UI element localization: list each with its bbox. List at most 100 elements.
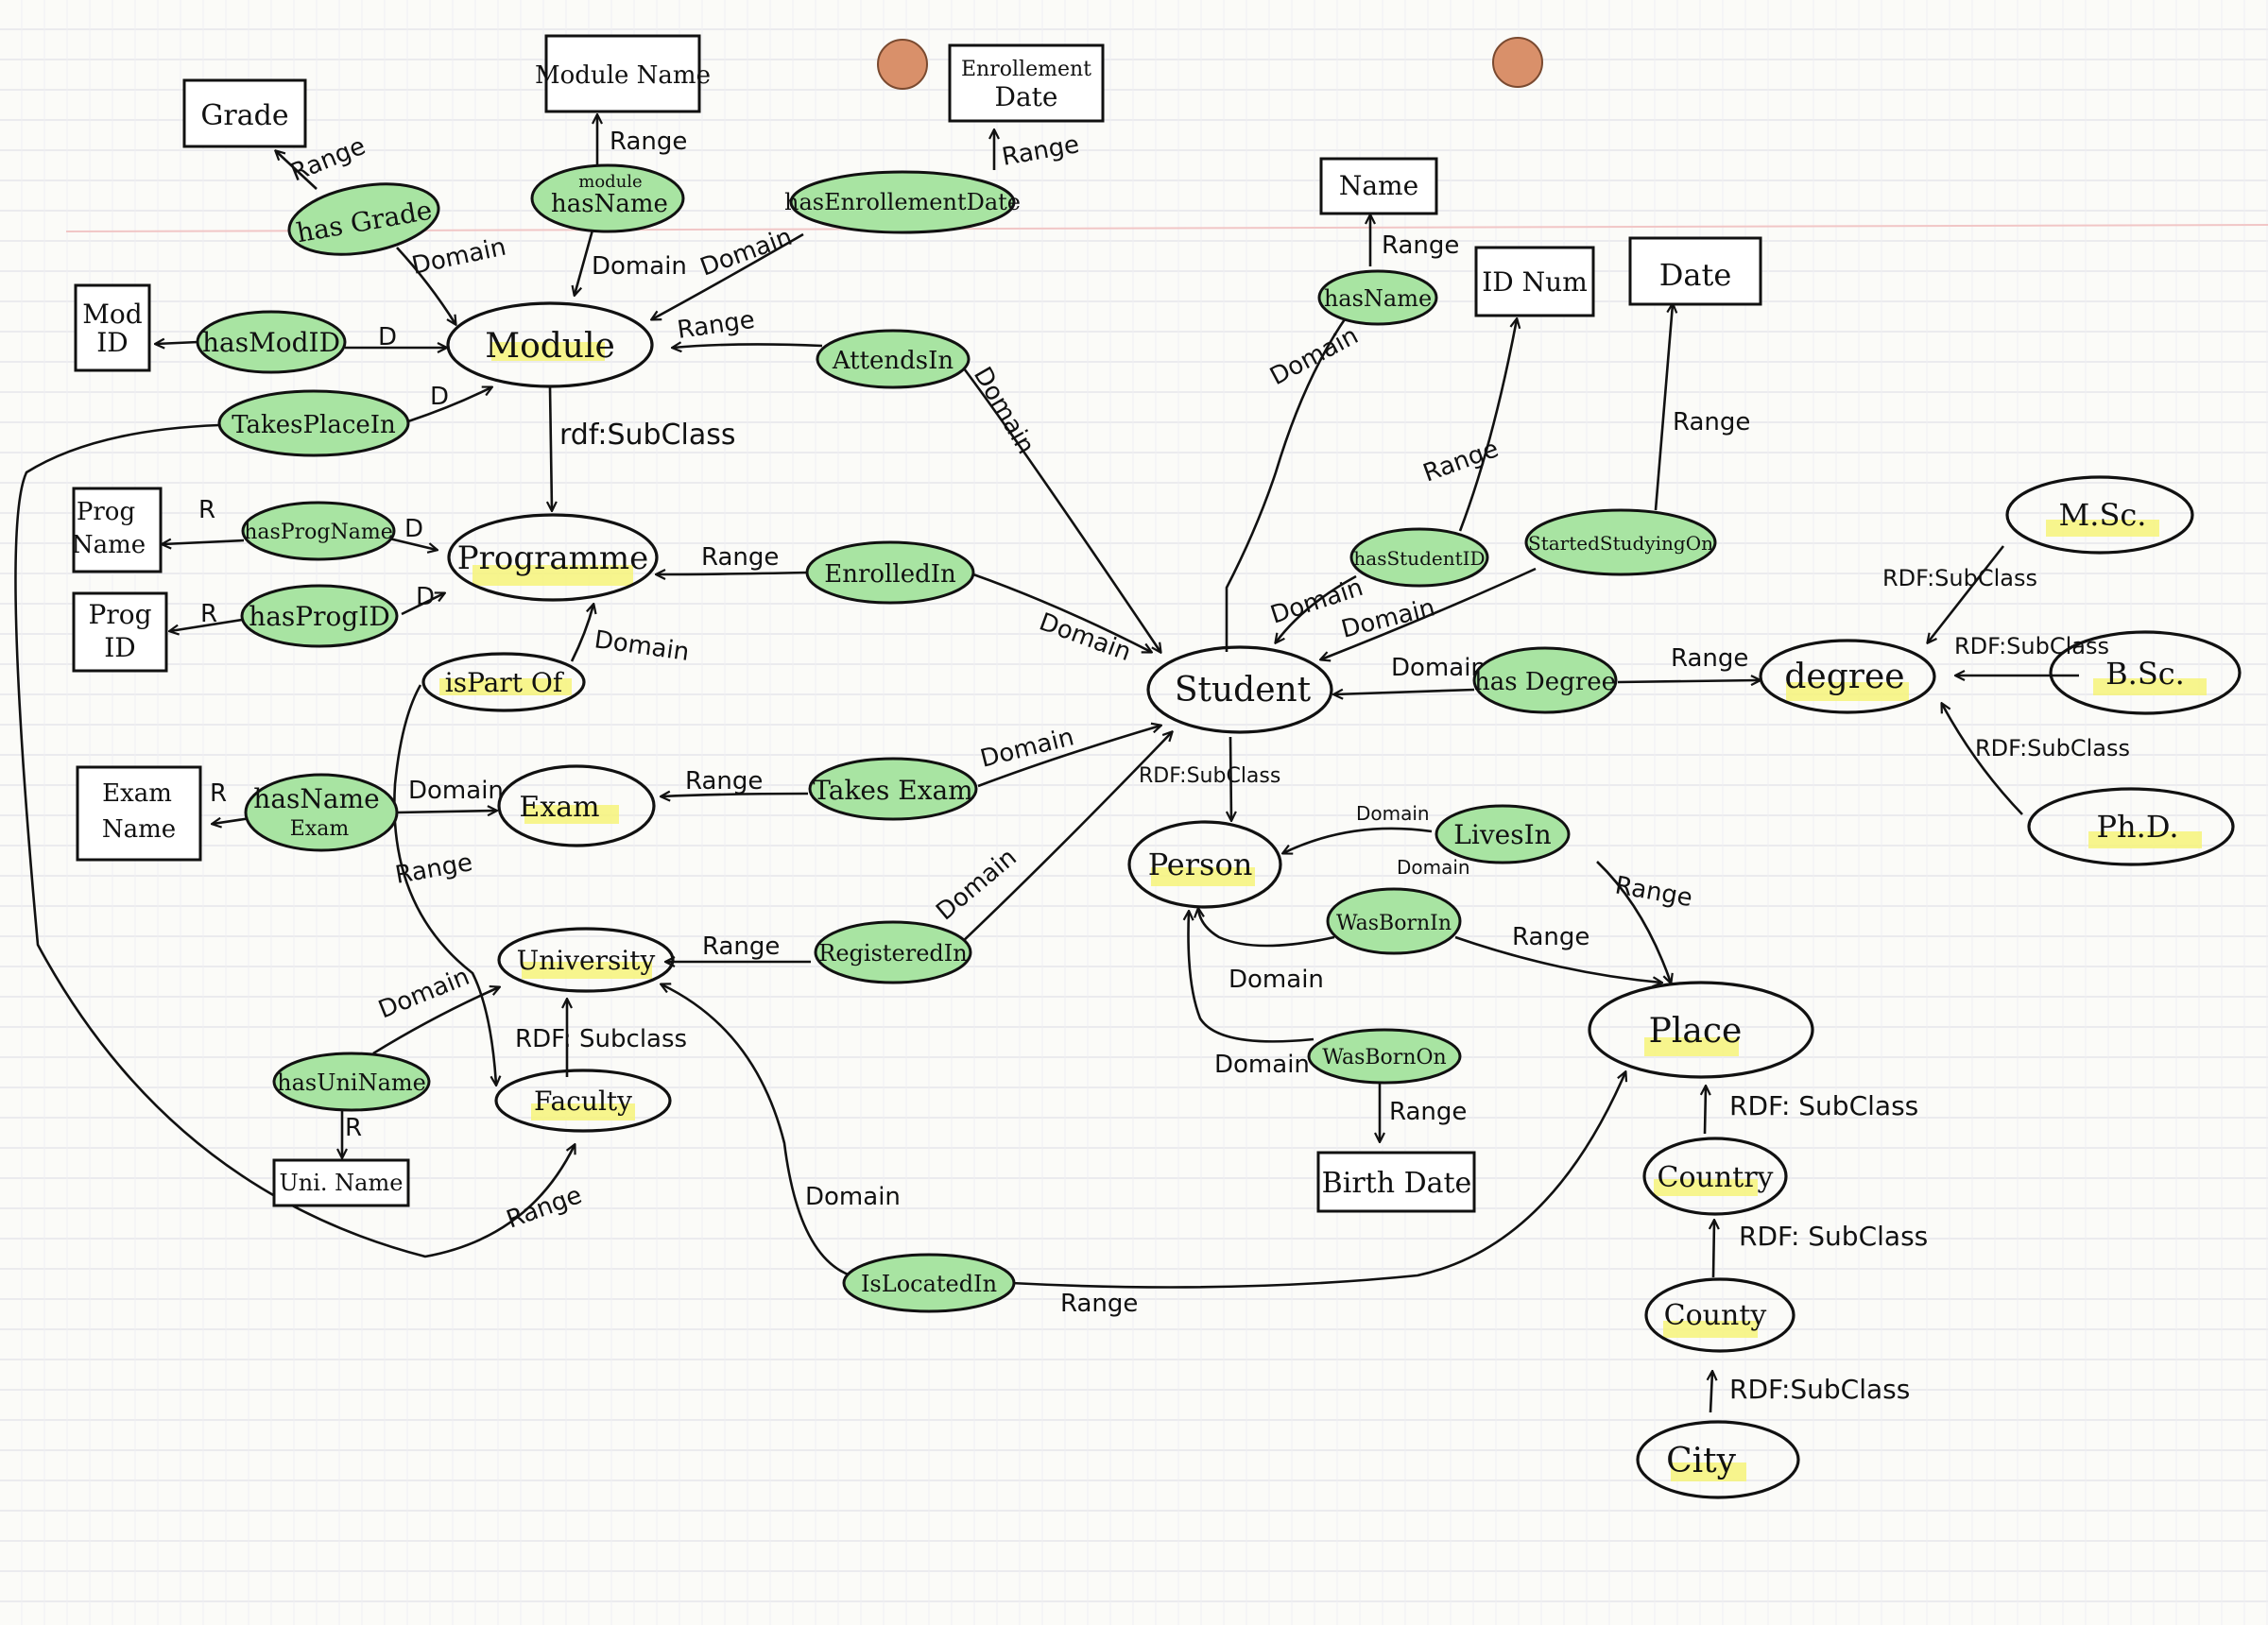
class-university-shape (497, 927, 675, 993)
class-ispartof-shape (421, 652, 586, 712)
property-has-enrollment-date: hasEnrollementDate (784, 189, 1021, 215)
property-has-name-exam-shape (244, 773, 399, 852)
class-faculty-shape (494, 1069, 672, 1133)
punch-hole-right (1492, 37, 1543, 88)
label-domain: Domain (805, 1183, 901, 1211)
property-has-name-module-sup: module (578, 172, 642, 192)
property-has-name-exam: hasName (253, 783, 379, 814)
label-rdf-subclass: RDF:SubClass (1139, 764, 1280, 788)
class-faculty: Faculty (534, 1086, 632, 1117)
literal-exam-name-line2: Name (102, 815, 176, 844)
label-rdf-subclass: RDF:SubClass (1882, 565, 2037, 591)
edge-module-subclass-programme (550, 386, 552, 510)
literal-id-num-box (1474, 246, 1595, 317)
edge-phd-subclass-degree (1942, 704, 2023, 815)
property-has-mod-id-shape (196, 310, 347, 374)
edge-wasbornin-range (1454, 935, 1661, 983)
class-msc-shape (2005, 475, 2194, 555)
literal-prog-id-box (72, 591, 168, 673)
property-enrolled-in-shape (805, 540, 975, 605)
class-place: Place (1649, 1012, 1743, 1051)
highlight-programme (472, 565, 633, 586)
label-range: Range (610, 128, 687, 156)
literal-id-num: ID Num (1482, 266, 1588, 298)
punch-hole-left (877, 39, 928, 90)
highlight-bsc (2093, 678, 2207, 695)
property-has-prog-id: hasProgID (249, 601, 390, 632)
property-attends-in-shape (816, 329, 971, 389)
property-has-uni-name: hasUniName (277, 1069, 426, 1096)
edge-ispartof-range (393, 684, 496, 1085)
class-programme: Programme (457, 539, 649, 577)
class-bsc-shape (2049, 630, 2242, 715)
property-takes-place-in: TakesPlaceIn (232, 411, 396, 439)
label-rdf-subclass: RDF: SubClass (1739, 1221, 1928, 1252)
literal-grade: Grade (200, 99, 288, 132)
literal-date: Date (1659, 257, 1732, 293)
edge-livesin-range (1596, 861, 1671, 983)
label-domain: Domain (592, 252, 687, 281)
literal-grade-box (182, 78, 307, 148)
edge-takesplacein-domain (407, 387, 491, 423)
label-rdf-subclass: rdf:SubClass (559, 419, 735, 452)
class-module-shape (446, 301, 654, 388)
label-domain: Domain (1356, 802, 1430, 825)
class-county: County (1664, 1299, 1767, 1332)
literal-prog-id-line2: ID (104, 632, 136, 663)
literal-uni-name-box (272, 1158, 410, 1207)
highlight-faculty (531, 1103, 635, 1120)
label-range: Range (1060, 1290, 1138, 1318)
literal-prog-name-box (72, 487, 163, 573)
literal-birth-date: Birth Date (1322, 1167, 1472, 1200)
edge-startedstudy-range (1654, 304, 1673, 511)
edge-takesplacein-range (14, 423, 575, 1258)
class-city-shape (1636, 1420, 1800, 1499)
label-r: R (345, 1114, 362, 1142)
edge-hasprogid-range (170, 618, 243, 631)
literal-mod-id-line1: Mod (82, 299, 143, 330)
property-has-name-student: hasName (1324, 285, 1432, 312)
class-highlights (439, 342, 2207, 1481)
edge-country-subclass-place (1705, 1086, 1706, 1135)
label-rdf-subclass: RDF: Subclass (515, 1025, 687, 1053)
label-range: Range (1382, 231, 1459, 260)
edge-hasmodid-range (156, 342, 199, 344)
property-registered-in: RegisteredIn (818, 940, 967, 966)
label-d: D (378, 323, 397, 351)
edges (14, 115, 2079, 1413)
highlight-county (1663, 1321, 1758, 1338)
edge-hasnameexam-range (213, 816, 251, 824)
literal-exam-name-line1: Exam (102, 779, 172, 808)
class-country: Country (1657, 1161, 1773, 1194)
edge-hasstudentid-domain (1276, 574, 1357, 642)
class-country-shape (1642, 1137, 1788, 1216)
highlight-country (1654, 1179, 1758, 1196)
class-phd: Ph.D. (2097, 809, 2179, 845)
literal-uni-name: Uni. Name (280, 1170, 404, 1196)
class-phd-shape (2027, 787, 2235, 866)
property-was-born-in: WasBornIn (1336, 912, 1452, 935)
property-has-degree: has Degree (1474, 668, 1616, 696)
highlight-module (491, 342, 605, 361)
literal-prog-name-line1: Prog (77, 498, 135, 526)
edge-city-subclass-county (1710, 1372, 1712, 1413)
label-rdf-subclass: RDF: SubClass (1729, 1090, 1918, 1121)
edge-hasnameexam-domain (396, 811, 496, 812)
edge-enrolledin-range (657, 573, 809, 574)
class-exam-shape (497, 764, 656, 847)
highlight-person (1151, 867, 1255, 886)
literal-birth-date-box (1316, 1151, 1476, 1213)
class-person-shape (1127, 820, 1282, 909)
property-is-located-in: IsLocatedIn (861, 1271, 997, 1297)
class-msc: M.Sc. (2059, 497, 2147, 533)
label-domain: Domain (1391, 654, 1486, 682)
class-university: University (517, 945, 656, 976)
edge-county-subclass-country (1713, 1221, 1714, 1278)
property-takes-exam: Takes Exam (813, 775, 972, 806)
property-has-name-student-shape (1317, 269, 1438, 326)
label-domain: Domain (1214, 1051, 1310, 1079)
property-was-born-in-shape (1326, 887, 1462, 955)
property-lives-in: LivesIn (1453, 819, 1551, 850)
literal-boxes (72, 34, 1762, 1213)
